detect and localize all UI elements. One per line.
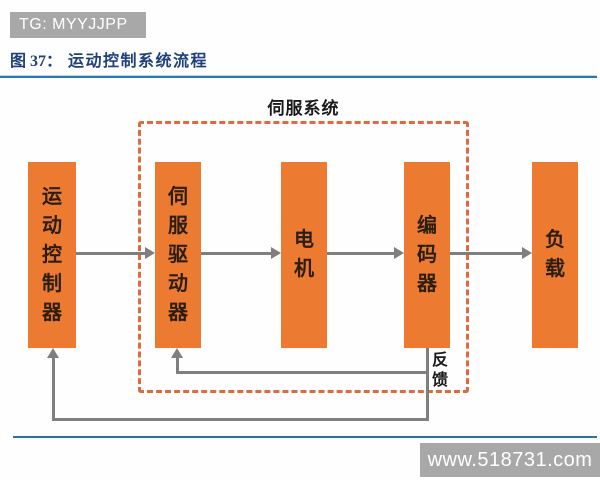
watermark-badge-bottom-text: www.518731.com [427, 448, 593, 471]
arrow-encoder-to-load-line [450, 252, 522, 255]
flow-box-load: 负载 [532, 162, 578, 348]
flow-box-motor-label: 电机 [294, 229, 314, 280]
feedback-arrow-controller-head-icon [47, 348, 59, 358]
flow-box-servo-driver: 伺服驱动器 [155, 162, 201, 348]
flow-box-load-label: 负载 [545, 229, 565, 280]
arrow-driver-to-motor-head-icon [271, 247, 281, 259]
flow-box-servo-driver-label: 伺服驱动器 [168, 185, 188, 324]
arrow-encoder-to-load-head-icon [522, 247, 532, 259]
flow-box-motion-controller-label: 运动控制器 [42, 185, 62, 324]
figure-title: 运动控制系统流程 [68, 53, 209, 70]
figure-caption: 图 37： 运动控制系统流程 [10, 47, 208, 71]
figure-number-label: 图 37： [10, 53, 63, 70]
flow-box-encoder-label: 编码器 [417, 214, 437, 295]
arrow-motion-to-driver-head-icon [145, 247, 155, 259]
feedback-line-outer-rise [52, 357, 55, 420]
servo-system-group-label: 伺服系统 [267, 99, 340, 118]
arrow-motion-to-driver-line [76, 252, 145, 255]
watermark-badge-top: TG: MYYJJPP [10, 12, 146, 38]
feedback-label: 反馈 [432, 352, 449, 389]
caption-divider [0, 75, 597, 78]
feedback-line-inner-rise [176, 357, 179, 373]
watermark-badge-bottom: www.518731.com [420, 443, 600, 477]
arrow-driver-to-motor-line [201, 252, 271, 255]
feedback-line-encoder-drop [426, 348, 429, 421]
bottom-divider [13, 436, 597, 438]
feedback-line-inner [176, 371, 429, 374]
watermark-badge-top-text: TG: MYYJJPP [19, 16, 128, 33]
servo-system-dashed-box [138, 121, 469, 393]
arrow-motor-to-encoder-head-icon [394, 247, 404, 259]
flow-box-encoder: 编码器 [404, 162, 450, 348]
flow-box-motion-controller: 运动控制器 [28, 162, 76, 348]
feedback-line-outer [52, 418, 429, 421]
arrow-motor-to-encoder-line [327, 252, 394, 255]
flow-box-motor: 电机 [281, 162, 327, 348]
feedback-arrow-driver-head-icon [171, 348, 183, 358]
